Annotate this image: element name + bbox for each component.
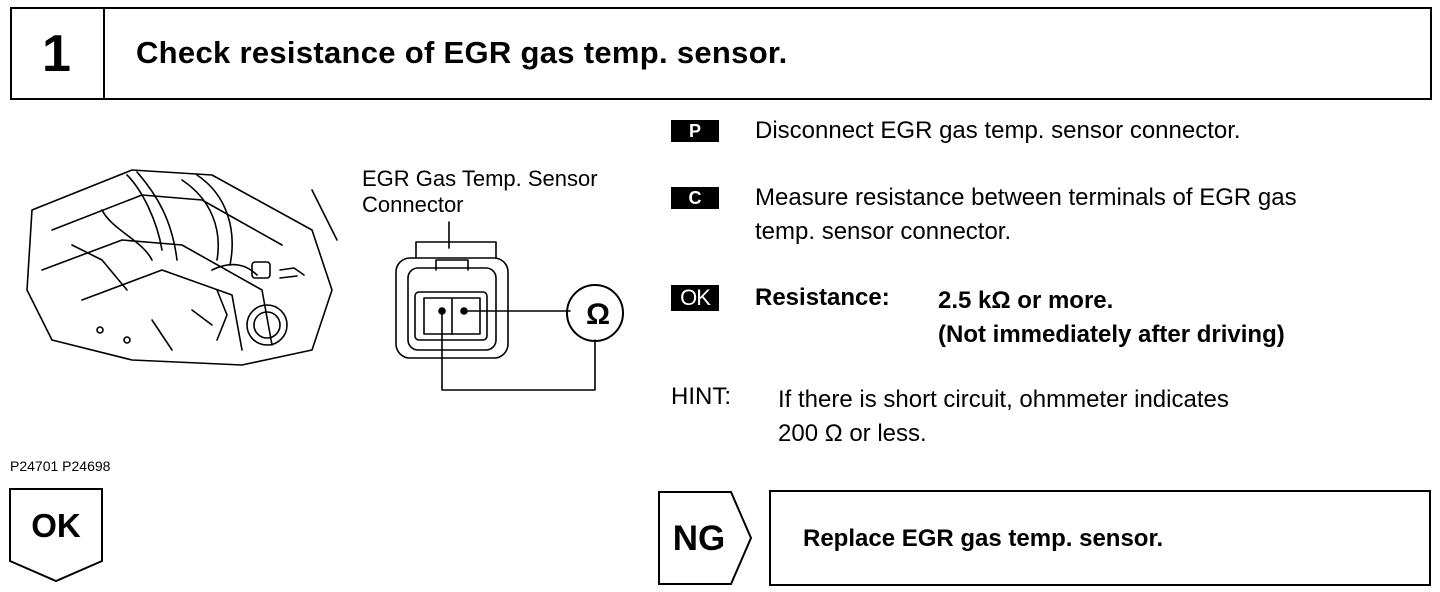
c-instruction-line2: temp. sensor connector. [755,218,1012,245]
step-divider [103,7,105,100]
ohm-symbol: Ω [586,298,610,331]
hint-line2: 200 Ω or less. [778,420,927,447]
ng-action-text: Replace EGR gas temp. sensor. [803,525,1164,552]
image-code: P24701 P24698 [10,458,111,474]
ok-outcome-label: OK [31,507,81,544]
step-header-box [10,7,1432,100]
ng-outcome-label: NG [672,519,726,558]
ok-arrow-icon [9,488,103,583]
spec-value-line2: (Not immediately after driving) [938,321,1285,348]
step-number: 1 [42,24,71,83]
c-badge: C [671,187,719,209]
ng-arrow-icon [658,491,753,585]
engine-bay-sketch [26,169,338,366]
spec-value-line1: 2.5 kΩ or more. [938,287,1114,314]
ok-badge: OK [671,285,719,311]
p-badge: P [671,120,719,142]
sensor-illustration: Ω EGR Gas Temp. Sensor Connector [26,166,624,391]
spec-label: Resistance: [755,284,890,311]
hint-label: HINT: [671,383,731,410]
p-instruction: Disconnect EGR gas temp. sensor connecto… [755,117,1241,144]
c-instruction-line1: Measure resistance between terminals of … [755,184,1297,211]
connector-label-line2: Connector [362,192,464,217]
step-title: Check resistance of EGR gas temp. sensor… [136,35,788,70]
ng-action-box [769,490,1431,586]
hint-line1: If there is short circuit, ohmmeter indi… [778,386,1229,413]
connector-sketch [395,221,624,391]
connector-label-line1: EGR Gas Temp. Sensor [362,166,598,191]
